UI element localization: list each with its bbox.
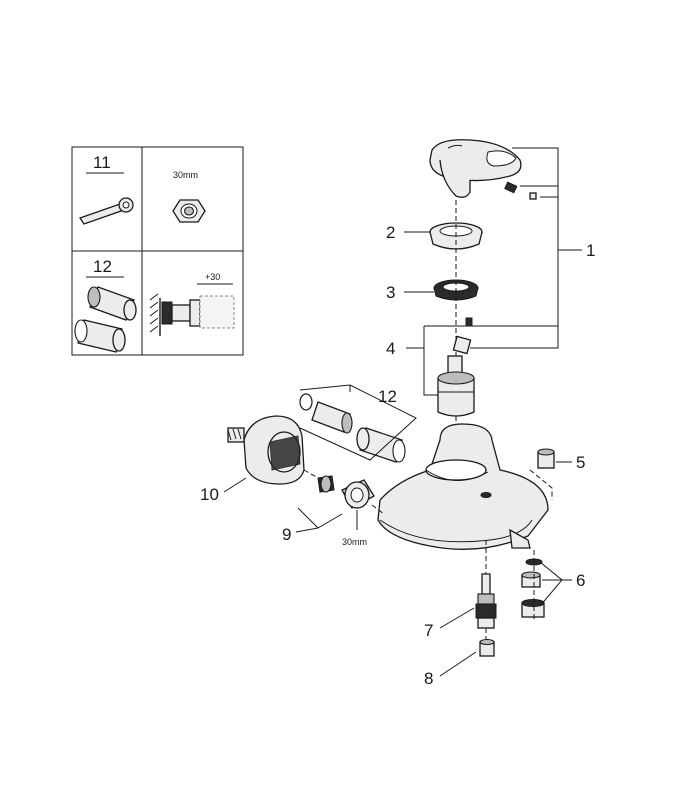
callout-5: 5 <box>576 453 585 472</box>
callout-2: 2 <box>386 223 395 242</box>
cap-plug <box>529 192 537 200</box>
callout-6: 6 <box>576 571 585 590</box>
callout-9: 9 <box>282 525 291 544</box>
inset-number-12: 12 <box>93 257 112 276</box>
inset-number-11: 11 <box>93 153 111 172</box>
extension-piece-icon <box>87 286 137 321</box>
extension-set <box>299 393 406 463</box>
leader-lines-item-4 <box>406 325 466 396</box>
inset-nut-size: 30mm <box>173 170 198 180</box>
check-valve-nut-set <box>303 469 385 515</box>
nut-size-label: 30mm <box>342 537 367 547</box>
extension-sleeve-icon <box>74 319 126 353</box>
leader-line-item-7 <box>439 607 475 629</box>
leader-lines-item-12 <box>299 384 417 461</box>
callout-7: 7 <box>424 621 433 640</box>
s-union <box>227 415 305 485</box>
small-nut <box>479 638 495 657</box>
leader-line-item-8 <box>439 651 477 677</box>
wrench-icon <box>78 197 134 225</box>
callout-1: 1 <box>586 241 595 260</box>
hex-nut-icon <box>172 199 206 223</box>
mixer-body <box>377 423 549 550</box>
cartridge <box>437 200 475 440</box>
inset-extension-label: +30 <box>205 272 220 282</box>
leader-line-item-10 <box>223 477 247 493</box>
callout-8: 8 <box>424 669 433 688</box>
diverter <box>475 540 497 650</box>
leader-lines-item-9 <box>295 507 358 533</box>
grub-screw <box>504 181 518 194</box>
end-cap <box>529 448 555 500</box>
aerator-set <box>521 550 545 620</box>
leader-lines-item-1 <box>470 147 582 349</box>
inset-row-11: 11 30mm <box>78 153 206 225</box>
callout-3: 3 <box>386 283 395 302</box>
callout-4: 4 <box>386 339 395 358</box>
inset-row-12: 12 +30 <box>74 257 235 353</box>
leader-lines-item-6 <box>539 561 572 607</box>
callout-12: 12 <box>378 387 397 406</box>
spout-outlet <box>509 528 531 549</box>
wall-installation-icon <box>149 293 235 336</box>
accessory-inset-table: 11 30mm 12 <box>71 146 244 356</box>
callout-10: 10 <box>200 485 219 504</box>
lever-handle <box>429 139 537 200</box>
